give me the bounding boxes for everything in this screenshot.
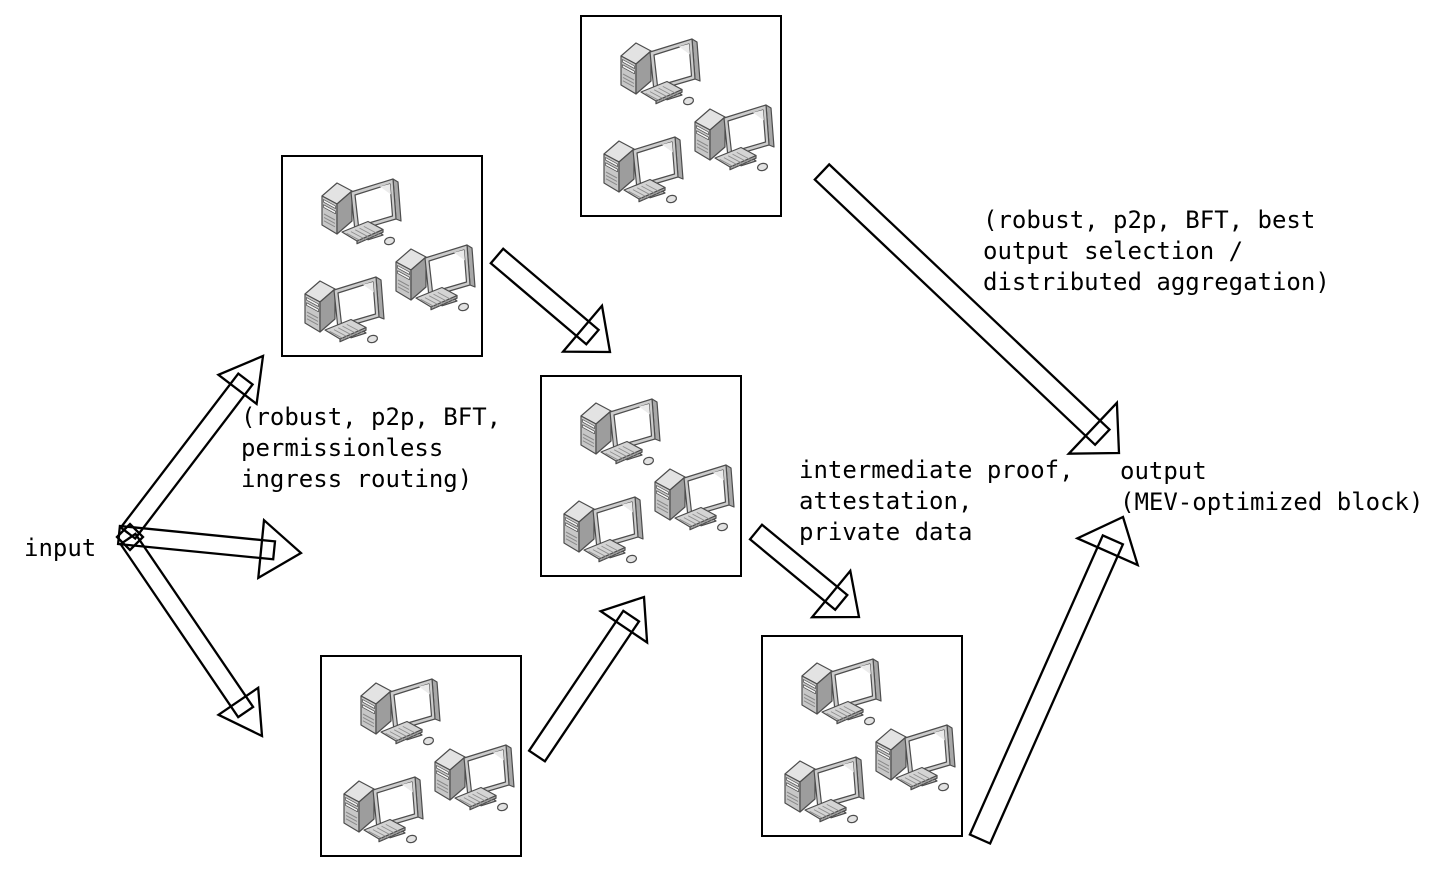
computer-icon xyxy=(580,398,661,467)
arrow-input-to-lower-left-cluster xyxy=(119,532,264,738)
computer-icon xyxy=(395,244,476,313)
ingress-note-label: (robust, p2p, BFT, permissionless ingres… xyxy=(241,403,502,493)
cluster-lower-left xyxy=(320,655,522,857)
computer-icon xyxy=(360,678,441,747)
arrow-input-to-middle-cluster xyxy=(116,517,303,581)
computer-icon xyxy=(434,744,515,813)
arrow-middle-to-lower-right-cluster xyxy=(748,523,861,619)
arrow-lower-left-to-middle-cluster xyxy=(527,595,649,763)
computer-icon xyxy=(801,658,882,727)
cluster-lower-right xyxy=(761,635,963,837)
cluster-top xyxy=(580,15,782,217)
computer-icon xyxy=(694,104,775,173)
computer-icon xyxy=(563,496,644,565)
computer-icon xyxy=(321,178,402,247)
arrow-lower-right-cluster-to-output xyxy=(968,515,1140,846)
output-label: output (MEV-optimized block) xyxy=(1120,457,1424,516)
computer-icon xyxy=(343,776,424,845)
aggregation-note-label: (robust, p2p, BFT, best output selection… xyxy=(983,206,1330,296)
arrow-top-cluster-to-output xyxy=(813,162,1121,455)
computer-icon xyxy=(875,724,956,793)
cluster-middle xyxy=(540,375,742,577)
cluster-upper-left xyxy=(281,155,483,357)
intermediate-note-label: intermediate proof, attestation, private… xyxy=(799,456,1074,546)
computer-icon xyxy=(304,276,385,345)
input-label: input xyxy=(24,534,97,562)
computer-icon xyxy=(620,38,701,107)
computer-icon xyxy=(654,464,735,533)
computer-icon xyxy=(784,756,865,825)
arrow-upper-left-to-middle-cluster xyxy=(489,247,612,354)
arrow-input-to-upper-left-cluster xyxy=(119,354,265,541)
computer-icon xyxy=(603,136,684,205)
